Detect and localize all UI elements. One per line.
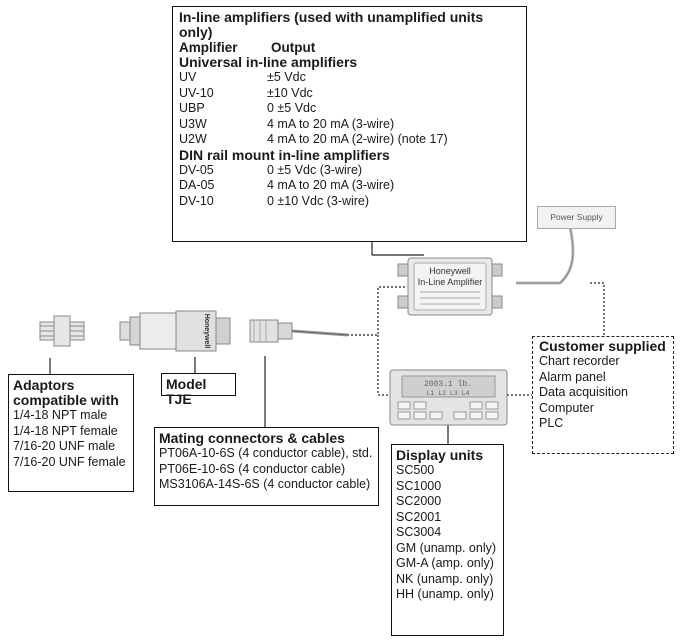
display-unit-item: GM-A (amp. only) <box>396 556 494 570</box>
tje-sensor: Honeywell <box>119 310 231 352</box>
display-unit-item: SC3004 <box>396 525 442 539</box>
model-label: Model TJE <box>166 376 207 407</box>
amp-to-display-dotted <box>377 335 390 396</box>
customer-item: Data acquisition <box>539 385 628 399</box>
amplifier-output: 0 ±10 Vdc (3-wire) <box>267 193 370 208</box>
amp-brand: Honeywell <box>429 266 471 276</box>
amplifier-row: DV-10 0 ±10 Vdc (3-wire) <box>179 194 520 210</box>
din-heading: DIN rail mount in-line amplifiers <box>179 146 390 163</box>
amplifier-name: DV-10 <box>179 193 214 208</box>
display-unit-item: SC500 <box>396 463 435 477</box>
display-unit-item: SC1000 <box>396 478 442 493</box>
sensor-brand: Honeywell <box>203 314 210 349</box>
model-box: Model TJE <box>161 373 236 407</box>
amplifier-output: 0 ±5 Vdc (3-wire) <box>267 162 363 177</box>
display-units-box: Display units SC500 SC1000 SC2000 SC2001… <box>391 444 504 636</box>
display-unit-device: 2003.1 lb. L1 L2 L3 L4 <box>389 369 508 426</box>
display-readout-labels: L1 L2 L3 L4 <box>427 390 470 397</box>
amplifier-name: DV-05 <box>179 162 214 177</box>
mating-item: PT06A-10-6S (4 conductor cable), std. <box>159 446 373 460</box>
amp-to-customer-dotted <box>590 282 605 336</box>
display-unit-item: HH (unamp. only) <box>396 587 494 601</box>
adaptor-item: 7/16-20 UNF male <box>13 439 116 453</box>
amplifier-name: UBP <box>179 101 205 115</box>
amplifier-name: DA-05 <box>179 178 215 192</box>
amplifier-output: 0 ±5 Vdc <box>267 101 317 115</box>
amplifier-name: U3W <box>179 116 207 131</box>
amplifier-row: UBP 0 ±5 Vdc <box>179 101 520 117</box>
adaptor-item: 1/4-18 NPT female <box>13 423 118 438</box>
customer-item: Alarm panel <box>539 369 606 384</box>
adaptor-fitting <box>39 315 85 347</box>
display-unit-item: GM (unamp. only) <box>396 540 497 555</box>
amplifier-name: UV <box>179 70 197 84</box>
mating-item: PT06E-10-6S (4 conductor cable) <box>159 461 346 476</box>
amplifier-row: UV-10 ±10 Vdc <box>179 86 520 102</box>
amplifier-name: UV-10 <box>179 85 214 100</box>
amplifier-row: DV-05 0 ±5 Vdc (3-wire) <box>179 163 520 179</box>
adaptor-item: 7/16-20 UNF female <box>13 454 126 469</box>
amplifier-row: U2W 4 mA to 20 mA (2-wire) (note 17) <box>179 132 520 148</box>
amplifier-output: ±10 Vdc <box>267 85 313 100</box>
amplifier-row: DA-05 4 mA to 20 mA (3-wire) <box>179 178 520 194</box>
customer-title: Customer supplied <box>539 338 666 354</box>
display-readout-value: 2003.1 lb. <box>424 380 472 389</box>
amplifier-output: 4 mA to 20 mA (3-wire) <box>267 178 395 192</box>
inline-amplifiers-box: In-line amplifiers (used with unamplifie… <box>172 6 527 242</box>
amplifier-output: 4 mA to 20 mA (3-wire) <box>267 116 395 131</box>
customer-item: Chart recorder <box>539 354 620 368</box>
amplifier-name: U2W <box>179 132 207 146</box>
mating-connectors-box: Mating connectors & cables PT06A-10-6S (… <box>154 427 379 506</box>
mating-connector <box>249 319 349 343</box>
display-unit-item: SC2001 <box>396 509 442 524</box>
mating-title: Mating connectors & cables <box>159 430 345 446</box>
display-unit-item: SC2000 <box>396 494 442 508</box>
adaptors-title-line1: Adaptors <box>13 377 75 393</box>
amplifier-output: 4 mA to 20 mA (2-wire) (note 17) <box>267 132 448 146</box>
adaptor-item: 1/4-18 NPT male <box>13 408 108 422</box>
power-supply-label: Power Supply <box>537 206 616 229</box>
amplifier-output: ±5 Vdc <box>267 70 306 84</box>
mating-item: MS3106A-14S-6S (4 conductor cable) <box>159 477 371 491</box>
col-header-output: Output <box>271 40 316 55</box>
display-units-title: Display units <box>396 447 484 463</box>
amplifier-row: UV ±5 Vdc <box>179 70 520 86</box>
adaptors-box: Adaptors compatible with 1/4-18 NPT male… <box>8 374 134 492</box>
amplifier-row: U3W 4 mA to 20 mA (3-wire) <box>179 117 520 133</box>
amplifiers-title: In-line amplifiers (used with unamplifie… <box>179 9 484 40</box>
amp-device-label: In-Line Amplifier <box>418 277 483 287</box>
customer-item: PLC <box>539 416 564 430</box>
display-unit-item: NK (unamp. only) <box>396 571 494 586</box>
universal-heading: Universal in-line amplifiers <box>179 54 358 70</box>
col-header-amplifier: Amplifier <box>179 40 238 55</box>
customer-supplied-box: Customer supplied Chart recorder Alarm p… <box>532 336 674 454</box>
inline-amplifier-device: Honeywell In-Line Amplifier <box>397 257 503 316</box>
customer-item: Computer <box>539 400 594 415</box>
adaptors-title-line2: compatible with <box>13 392 119 408</box>
amplifiers-column-headers: Amplifier Output <box>179 40 520 55</box>
amp-to-cable-dotted <box>338 286 405 336</box>
